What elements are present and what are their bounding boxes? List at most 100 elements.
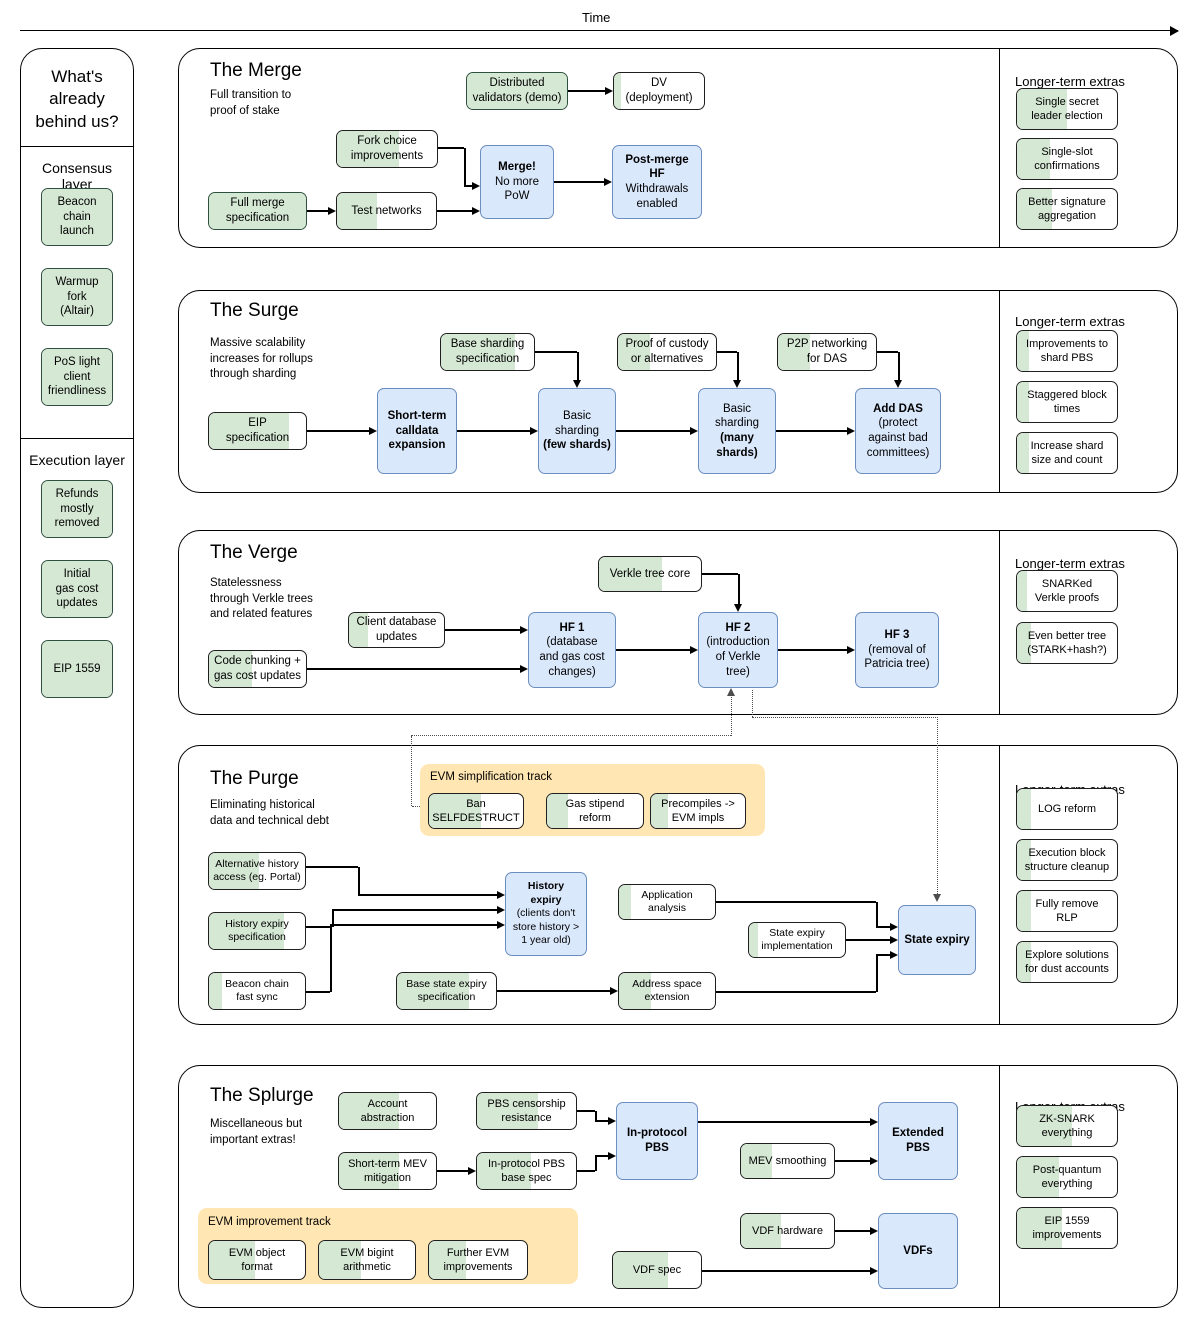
node-state-expiry[interactable]: State expiry bbox=[898, 905, 976, 975]
progress-fill bbox=[599, 557, 663, 591]
node-vdf-spec[interactable]: VDF spec bbox=[612, 1251, 702, 1289]
progress-fill bbox=[42, 189, 112, 245]
node-label: VDF spec bbox=[632, 1263, 682, 1276]
progress-fill bbox=[42, 269, 112, 325]
sidebar-separator-0 bbox=[20, 146, 134, 147]
node-code-chunking-gas-cost-updates[interactable]: Code chunking +gas cost updates bbox=[208, 650, 307, 688]
sidebar-group-heading-1: Execution layer bbox=[29, 452, 125, 468]
progress-fill bbox=[741, 1144, 772, 1178]
connector-line bbox=[702, 573, 738, 575]
node-dv-deployment[interactable]: DV(deployment) bbox=[613, 72, 705, 110]
extras-divider-purge bbox=[999, 745, 1000, 1025]
progress-fill bbox=[319, 1241, 362, 1279]
node-purge-extra-0[interactable]: LOG reform bbox=[1016, 788, 1118, 830]
node-sidebar-1-2[interactable]: EIP 1559 bbox=[41, 640, 113, 698]
sidebar-separator-1 bbox=[20, 438, 134, 439]
node-label: MEV smoothing bbox=[748, 1154, 827, 1167]
connector-line bbox=[332, 909, 497, 911]
time-axis-line bbox=[20, 30, 1178, 31]
node-test-networks[interactable]: Test networks bbox=[336, 192, 437, 230]
connector-line bbox=[445, 629, 520, 631]
section-panel-surge bbox=[178, 290, 1178, 493]
node-verkle-tree-core[interactable]: Verkle tree core bbox=[598, 556, 702, 592]
arrowhead-icon bbox=[890, 950, 898, 959]
node-vdf-hardware[interactable]: VDF hardware bbox=[740, 1213, 835, 1249]
progress-fill bbox=[619, 973, 651, 1009]
node-sidebar-0-1[interactable]: Warmup fork(Altair) bbox=[41, 268, 113, 326]
node-purge-track-2[interactable]: Precompiles ->EVM impls bbox=[650, 793, 746, 829]
node-vdfs[interactable]: VDFs bbox=[878, 1213, 958, 1289]
connector-line bbox=[307, 210, 328, 212]
node-mev-smoothing[interactable]: MEV smoothing bbox=[740, 1143, 835, 1179]
time-axis-label: Time bbox=[582, 10, 611, 25]
arrowhead-icon bbox=[605, 86, 613, 95]
section-title-splurge: The Splurge bbox=[210, 1085, 314, 1106]
progress-fill bbox=[397, 973, 470, 1009]
node-verge-extra-1[interactable]: Even better tree(STARK+hash?) bbox=[1016, 622, 1118, 664]
progress-fill bbox=[1017, 1106, 1072, 1146]
